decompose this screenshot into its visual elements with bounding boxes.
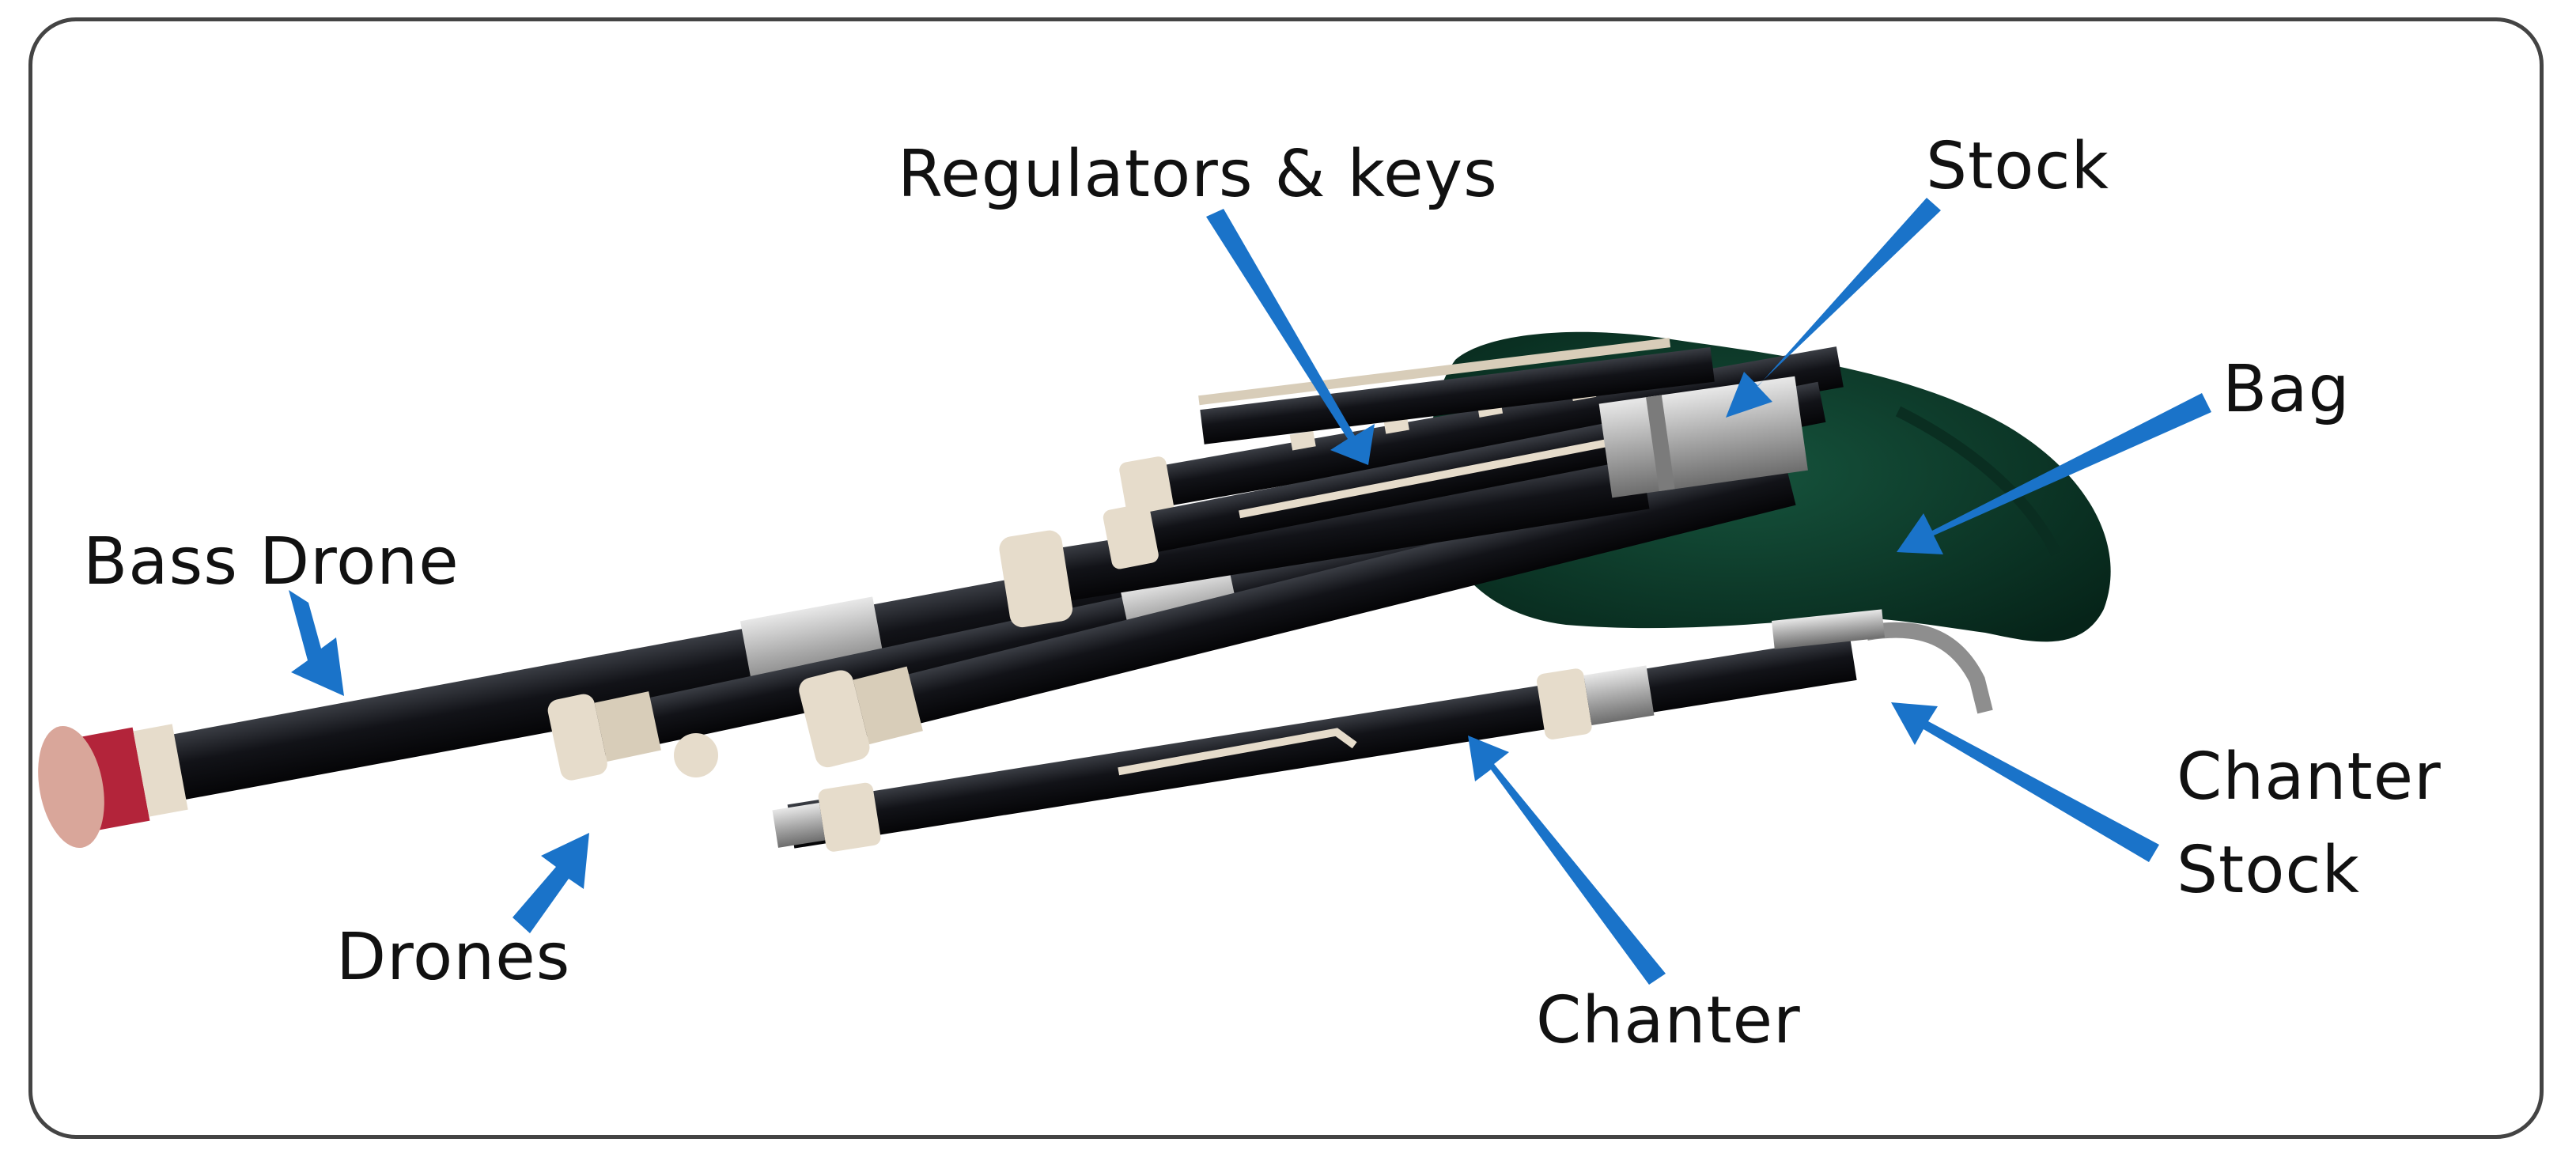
arrow-regulators <box>1206 209 1375 465</box>
arrows-group <box>289 198 2211 985</box>
label-regulators-keys: Regulators & keys <box>898 137 1498 212</box>
drones-shape <box>547 456 1796 781</box>
label-chanter-stock-line2: Stock <box>2177 833 2360 908</box>
chanter-shape <box>772 636 1857 852</box>
label-chanter-stock-line1: Chanter <box>2177 739 2442 815</box>
arrow-bag <box>1897 393 2211 554</box>
arrow-bass-drone <box>289 590 344 696</box>
label-chanter: Chanter <box>1536 983 1801 1058</box>
arrow-drones <box>513 833 589 933</box>
label-bag: Bag <box>2222 352 2351 427</box>
arrow-chanter-stock <box>1891 702 2159 862</box>
label-drones: Drones <box>336 920 571 995</box>
label-bass-drone: Bass Drone <box>83 524 460 600</box>
arrow-stock <box>1726 198 1941 418</box>
label-stock: Stock <box>1926 129 2109 204</box>
arrow-chanter <box>1468 736 1666 985</box>
chanter-stock-shape <box>1772 609 1993 714</box>
